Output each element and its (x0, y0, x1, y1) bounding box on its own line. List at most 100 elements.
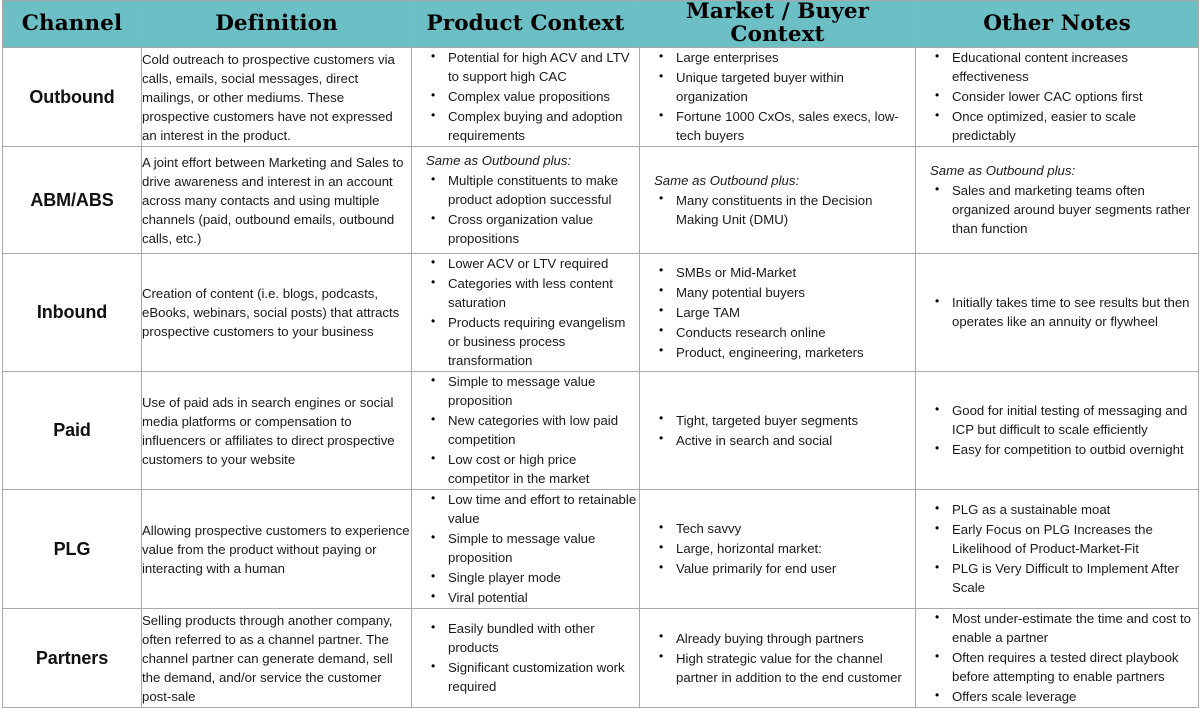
list-item: Complex value propositions (431, 87, 639, 106)
list-item: Single player mode (431, 568, 639, 587)
definition-text: Allowing prospective customers to experi… (141, 489, 412, 609)
table-row: Inbound Creation of content (i.e. blogs,… (2, 253, 1199, 372)
list-item: Early Focus on PLG Increases the Likelih… (935, 520, 1198, 558)
list-item: Simple to message value proposition (431, 372, 639, 410)
other-notes-list: Most under-estimate the time and cost to… (916, 609, 1198, 706)
table-body: Outbound Cold outreach to prospective cu… (2, 47, 1199, 708)
column-header-market-buyer-context: Market / Buyer Context (639, 0, 916, 48)
prefix-note: Same as Outbound plus: (426, 153, 572, 168)
other-notes-list: Sales and marketing teams often organize… (916, 181, 1198, 238)
market-buyer-context-list: Already buying through partnersHigh stra… (640, 628, 915, 687)
other-notes-cell: Good for initial testing of messaging an… (915, 371, 1199, 490)
channel-name: Paid (2, 371, 142, 490)
definition-paragraph: Allowing prospective customers to experi… (142, 522, 410, 576)
market-buyer-context-list: SMBs or Mid-MarketMany potential buyersL… (640, 262, 915, 362)
market-buyer-context-inner: Large enterprisesUnique targeted buyer w… (640, 48, 915, 145)
market-buyer-context-cell: SMBs or Mid-MarketMany potential buyersL… (639, 253, 916, 372)
market-buyer-context-inner: Already buying through partnersHigh stra… (640, 628, 915, 687)
definition-paragraph: Cold outreach to prospective customers v… (142, 51, 395, 143)
list-item: Value primarily for end user (659, 559, 915, 578)
market-buyer-context-cell: Already buying through partnersHigh stra… (639, 608, 916, 708)
market-buyer-context-list: Large enterprisesUnique targeted buyer w… (640, 48, 915, 145)
list-item: Products requiring evangelism or busines… (431, 313, 639, 370)
list-item: Significant customization work required (431, 658, 639, 696)
table-row: Paid Use of paid ads in search engines o… (2, 371, 1199, 490)
list-item: Complex buying and adoption requirements (431, 107, 639, 145)
list-item: Low cost or high price competitor in the… (431, 450, 639, 488)
definition-text: Selling products through another company… (141, 608, 412, 708)
product-context-list: Potential for high ACV and LTV to suppor… (412, 48, 639, 145)
list-item: Often requires a tested direct playbook … (935, 648, 1198, 686)
list-item: Many constituents in the Decision Making… (659, 190, 915, 229)
product-context-list: Easily bundled with other productsSignif… (412, 619, 639, 696)
product-context-cell: Simple to message value propositionNew c… (411, 371, 640, 490)
list-item: Low time and effort to retainable value (431, 490, 639, 528)
other-notes-inner: Educational content increases effectiven… (916, 48, 1198, 145)
list-item: Initially takes time to see results but … (935, 293, 1198, 331)
channel-name: Outbound (2, 47, 142, 147)
list-item: New categories with low paid competition (431, 411, 639, 449)
list-item: Cross organization value propositions (431, 210, 639, 248)
list-item: Consider lower CAC options first (935, 87, 1198, 106)
other-notes-cell: Educational content increases effectiven… (915, 47, 1199, 147)
market-buyer-context-cell: Large enterprisesUnique targeted buyer w… (639, 47, 916, 147)
definition-paragraph: A joint effort between Marketing and Sal… (142, 154, 404, 246)
list-item: Product, engineering, marketers (659, 342, 915, 362)
product-context-list: Lower ACV or LTV requiredCategories with… (412, 254, 639, 370)
product-context-cell: Potential for high ACV and LTV to suppor… (411, 47, 640, 147)
prefix-note: Same as Outbound plus: (930, 163, 1076, 178)
list-item: Potential for high ACV and LTV to suppor… (431, 48, 639, 86)
list-item: Tech savvy (659, 519, 915, 538)
list-item: PLG as a sustainable moat (935, 500, 1198, 519)
other-notes-inner: Same as Outbound plus: Sales and marketi… (916, 161, 1198, 238)
list-item: Large enterprises (659, 48, 915, 67)
list-item: Many potential buyers (659, 282, 915, 302)
table-header-row: Channel Definition Product Context Marke… (2, 0, 1199, 48)
market-buyer-context-list: Tight, targeted buyer segmentsActive in … (640, 410, 915, 450)
list-item: Multiple constituents to make product ad… (431, 171, 639, 209)
product-context-cell: Easily bundled with other productsSignif… (411, 608, 640, 708)
product-context-inner: Easily bundled with other productsSignif… (412, 619, 639, 696)
list-item: SMBs or Mid-Market (659, 262, 915, 282)
prefix-note: Same as Outbound plus: (654, 172, 800, 188)
product-context-list: Simple to message value propositionNew c… (412, 372, 639, 488)
list-item: Unique targeted buyer within organizatio… (659, 68, 915, 106)
other-notes-inner: Good for initial testing of messaging an… (916, 401, 1198, 459)
list-item: Tight, targeted buyer segments (659, 410, 915, 430)
table-row: Outbound Cold outreach to prospective cu… (2, 47, 1199, 147)
list-item: Viral potential (431, 588, 639, 607)
other-notes-cell: PLG as a sustainable moatEarly Focus on … (915, 489, 1199, 609)
market-buyer-context-cell: Same as Outbound plus: Many constituents… (639, 146, 916, 254)
market-buyer-context-inner: SMBs or Mid-MarketMany potential buyersL… (640, 262, 915, 362)
market-buyer-context-inner: Tech savvyLarge, horizontal market:Value… (640, 519, 915, 578)
list-item: Categories with less content saturation (431, 274, 639, 312)
list-item: Lower ACV or LTV required (431, 254, 639, 273)
market-buyer-context-list: Many constituents in the Decision Making… (640, 190, 915, 229)
market-buyer-context-cell: Tech savvyLarge, horizontal market:Value… (639, 489, 916, 609)
channel-name: Partners (2, 608, 142, 708)
product-context-list: Low time and effort to retainable valueS… (412, 490, 639, 607)
table-row: PLG Allowing prospective customers to ex… (2, 489, 1199, 609)
channel-name: PLG (2, 489, 142, 609)
column-header-product-context: Product Context (411, 0, 640, 48)
other-notes-cell: Initially takes time to see results but … (915, 253, 1199, 372)
column-header-other-notes: Other Notes (915, 0, 1199, 48)
definition-paragraph: Use of paid ads in search engines or soc… (142, 394, 395, 467)
product-context-cell: Same as Outbound plus: Multiple constitu… (411, 146, 640, 254)
other-notes-inner: Most under-estimate the time and cost to… (916, 609, 1198, 706)
definition-text: Cold outreach to prospective customers v… (141, 47, 412, 147)
definition-paragraph: Creation of content (i.e. blogs, podcast… (142, 286, 400, 339)
other-notes-list: Educational content increases effectiven… (916, 48, 1198, 145)
channel-name: Inbound (2, 253, 142, 372)
list-item: Easily bundled with other products (431, 619, 639, 657)
list-item: Educational content increases effectiven… (935, 48, 1198, 86)
definition-text: Creation of content (i.e. blogs, podcast… (141, 253, 412, 372)
channel-name: ABM/ABS (2, 146, 142, 254)
list-item: Fortune 1000 CxOs, sales execs, low-tech… (659, 107, 915, 145)
product-context-inner: Same as Outbound plus: Multiple constitu… (412, 151, 639, 248)
definition-paragraph: Selling products through another company… (142, 612, 393, 704)
product-context-inner: Lower ACV or LTV requiredCategories with… (412, 254, 639, 370)
list-item: Already buying through partners (659, 628, 915, 648)
definition-text: Use of paid ads in search engines or soc… (141, 371, 412, 490)
